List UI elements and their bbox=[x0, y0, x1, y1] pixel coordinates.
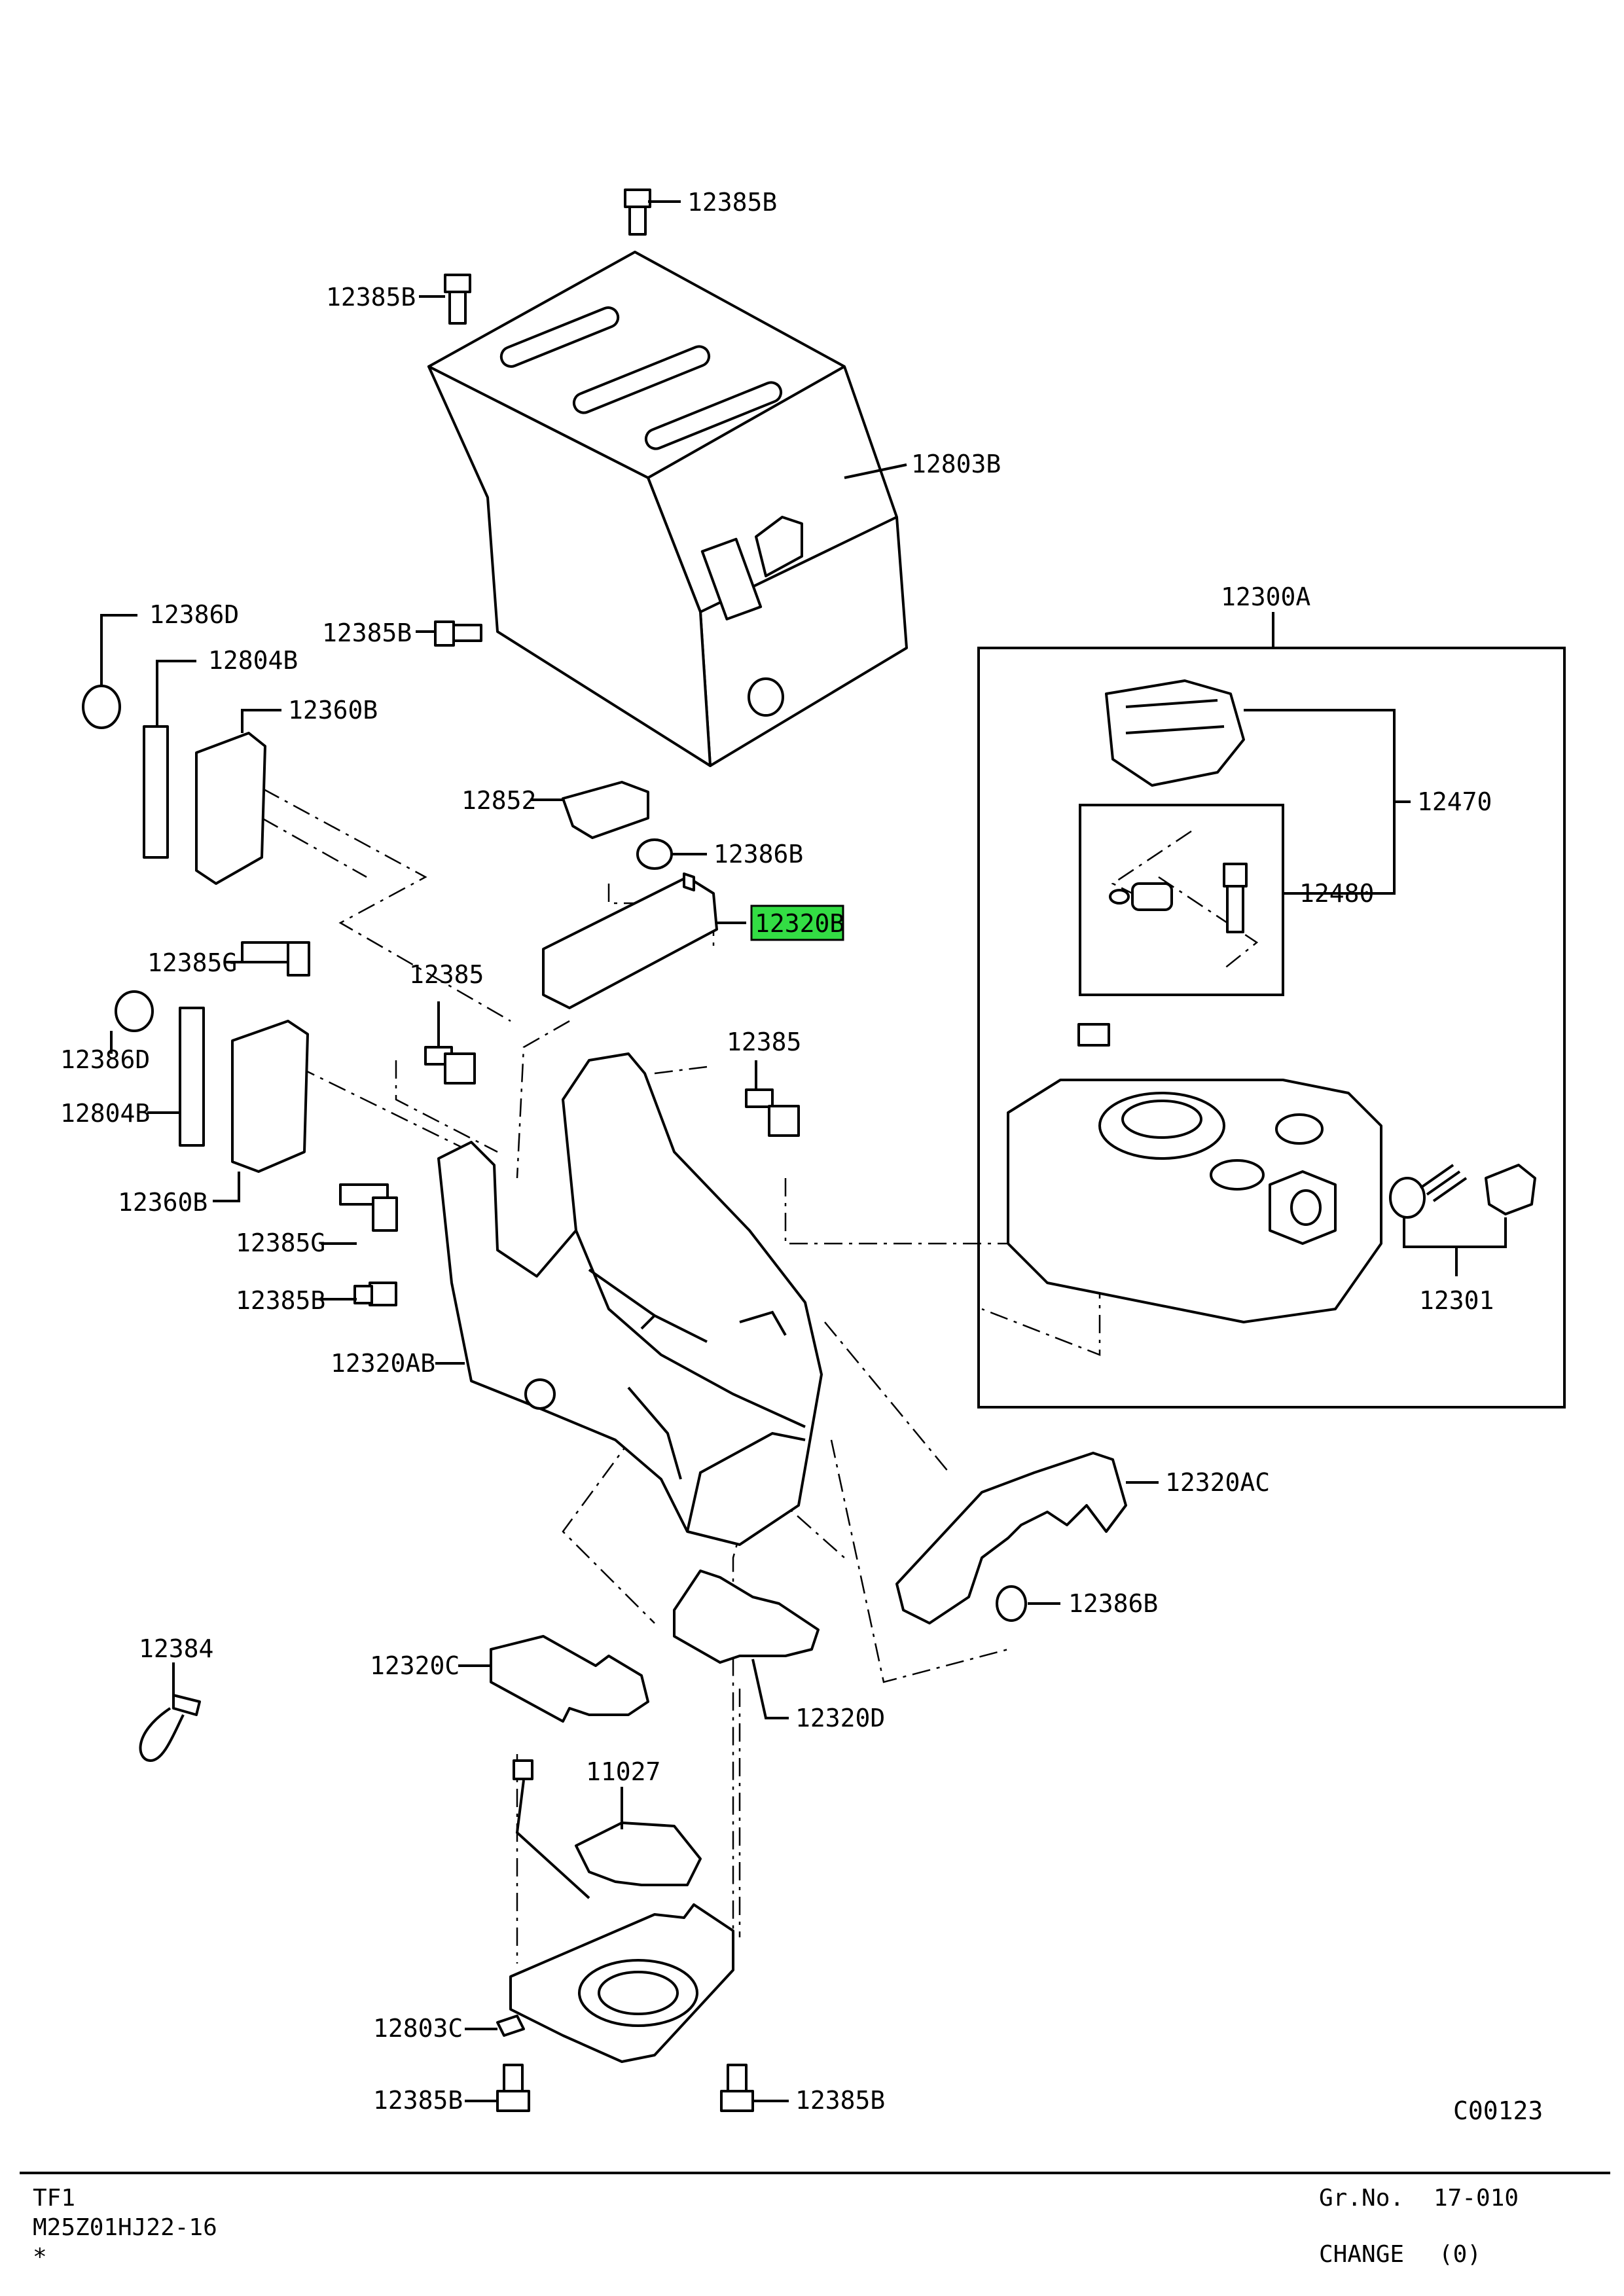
callout-label[interactable]: 12386D bbox=[149, 600, 239, 629]
callout-label[interactable]: 12320AB bbox=[331, 1349, 435, 1378]
callout-label[interactable]: 12385B bbox=[687, 188, 777, 217]
highlight-box-12320b bbox=[750, 905, 844, 941]
callout-label[interactable]: 12385 bbox=[727, 1028, 801, 1056]
cover-12803b bbox=[427, 251, 908, 767]
cable-tie-12384 bbox=[139, 1694, 201, 1763]
callout-label[interactable]: 12320C bbox=[370, 1651, 460, 1680]
footer-marker: * bbox=[33, 2244, 47, 2270]
footer-model: TF1 bbox=[33, 2185, 76, 2212]
callout-label[interactable]: 12320D bbox=[795, 1704, 885, 1732]
left-brackets bbox=[82, 685, 800, 1306]
callout-label[interactable]: 12320B bbox=[755, 909, 844, 938]
plate-12803c bbox=[496, 1903, 734, 2063]
bracket-12320d bbox=[673, 1570, 820, 1664]
sensor-11027 bbox=[513, 1759, 702, 1899]
callout-label[interactable]: 12384 bbox=[139, 1634, 213, 1663]
callout-label[interactable]: 12385B bbox=[326, 283, 416, 312]
callout-label[interactable]: 12385B bbox=[373, 2086, 463, 2115]
callout-label[interactable]: 12385G bbox=[236, 1229, 325, 1257]
tank-assembly-box bbox=[977, 647, 1566, 1408]
callout-label[interactable]: 12386B bbox=[1068, 1589, 1158, 1618]
callout-label[interactable]: 11027 bbox=[586, 1757, 660, 1786]
footer-change-value: (0) bbox=[1439, 2241, 1482, 2268]
callout-label[interactable]: 12804B bbox=[208, 646, 298, 675]
callout-label[interactable]: 12385G bbox=[147, 948, 237, 977]
callout-label[interactable]: 12480 bbox=[1299, 879, 1374, 908]
diagram-code: C00123 bbox=[1453, 2096, 1543, 2125]
callout-label[interactable]: 12470 bbox=[1417, 787, 1492, 816]
footer-group-value: 17-010 bbox=[1434, 2185, 1519, 2212]
fuse-and-bracket bbox=[542, 781, 718, 1009]
callout-label[interactable]: 12804B bbox=[60, 1099, 150, 1128]
footer-change-label: CHANGE bbox=[1319, 2241, 1405, 2268]
footer-catalog-code: M25Z01HJ22-16 bbox=[33, 2214, 217, 2241]
footer-group-label: Gr.No. bbox=[1319, 2185, 1405, 2212]
callout-label[interactable]: 12852 bbox=[461, 786, 536, 815]
callout-label[interactable]: 12320AC bbox=[1165, 1468, 1270, 1497]
bracket-12320c bbox=[490, 1635, 649, 1723]
callout-label[interactable]: 12300A bbox=[1221, 583, 1310, 611]
footer-divider bbox=[20, 2172, 1610, 2174]
bracket-12320ac bbox=[895, 1452, 1127, 1624]
callout-label[interactable]: 12386B bbox=[713, 840, 803, 869]
callout-label[interactable]: 12360B bbox=[288, 696, 378, 725]
leader-lines bbox=[100, 200, 1507, 2102]
callout-label[interactable]: 12386D bbox=[60, 1045, 150, 1074]
callout-label[interactable]: 12803C bbox=[373, 2014, 463, 2043]
bolt-12385b-bottom bbox=[496, 2064, 754, 2112]
callout-label[interactable]: 12385B bbox=[795, 2086, 885, 2115]
callout-label[interactable]: 12385 bbox=[409, 960, 484, 989]
callout-label[interactable]: 12360B bbox=[118, 1188, 208, 1217]
callout-label[interactable]: 12803B bbox=[911, 450, 1001, 478]
callout-labels: 12385B 12385B 12803B 12385B 12386D 12804… bbox=[60, 188, 1543, 2125]
bolt-12385b-top bbox=[434, 188, 651, 647]
callout-label[interactable]: 12301 bbox=[1419, 1286, 1494, 1315]
callout-label[interactable]: 12385B bbox=[236, 1286, 325, 1315]
frame-12320ab bbox=[437, 1052, 823, 1546]
callout-label[interactable]: 12385B bbox=[322, 619, 412, 647]
